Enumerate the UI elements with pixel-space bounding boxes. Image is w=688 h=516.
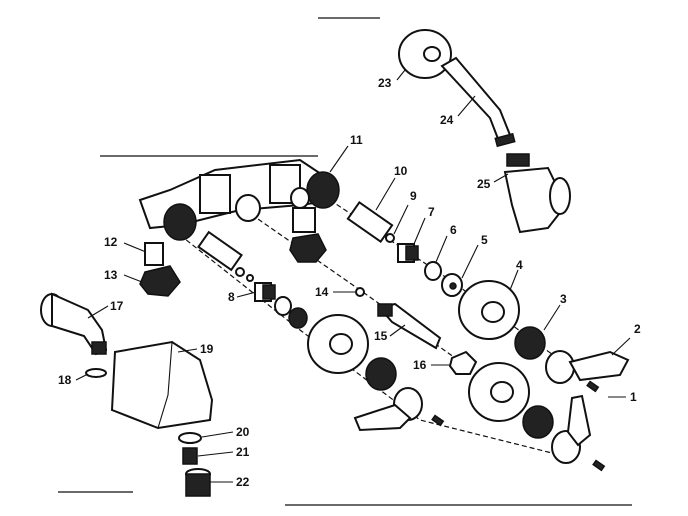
shower-arm-part xyxy=(440,56,514,146)
shower-flange-part xyxy=(398,29,452,79)
assembly-line-left xyxy=(179,234,561,456)
callout-18: 18 xyxy=(58,373,72,387)
lower-handle-screw-part xyxy=(592,459,606,472)
right-stem-part xyxy=(397,243,419,263)
callout-19: 19 xyxy=(200,342,214,356)
shower-arm-thread xyxy=(494,132,516,148)
right-seat-hole xyxy=(449,282,457,290)
right-nipple-part xyxy=(346,200,394,244)
spout-pipe-part xyxy=(40,292,108,356)
center-sleeve-part xyxy=(365,357,397,391)
tub-spout-part xyxy=(110,340,214,430)
center-handle-part xyxy=(353,387,423,432)
callout-24: 24 xyxy=(440,113,454,127)
callout-23: 23 xyxy=(378,76,392,90)
callout-5: 5 xyxy=(481,233,488,247)
callout-1: 1 xyxy=(630,390,637,404)
bottom-nipple-part xyxy=(182,447,198,465)
center-escutcheon-part xyxy=(307,314,369,374)
callout-6: 6 xyxy=(450,223,457,237)
callout-9: 9 xyxy=(410,189,417,203)
diverter-washer-part xyxy=(355,287,365,297)
callout-17: 17 xyxy=(110,299,124,313)
callout-11: 11 xyxy=(350,133,363,147)
shower-head-part xyxy=(503,153,571,234)
lower-handle-part xyxy=(551,394,592,464)
callout-20: 20 xyxy=(236,425,250,439)
bonnet-nut-part xyxy=(448,350,478,375)
callout-25: 25 xyxy=(477,177,491,191)
callout-12: 12 xyxy=(104,235,118,249)
small-washer-part xyxy=(235,267,245,277)
nut-part xyxy=(139,265,181,297)
callout-21: 21 xyxy=(236,445,250,459)
center-handle-screw-part xyxy=(431,414,445,427)
small-ring-part xyxy=(246,274,254,282)
lower-escutcheon-part xyxy=(468,362,530,422)
callout-3: 3 xyxy=(560,292,567,306)
callout-14: 14 xyxy=(315,285,329,299)
right-small-washer-part xyxy=(385,233,395,243)
callout-22: 22 xyxy=(236,475,250,489)
center-nut-part xyxy=(289,233,327,263)
callout-16: 16 xyxy=(413,358,427,372)
lower-sleeve-part xyxy=(522,405,554,439)
spout-washer-part xyxy=(85,368,107,378)
leader-lines xyxy=(75,69,631,483)
right-sleeve-part xyxy=(514,326,546,360)
callout-2: 2 xyxy=(634,322,641,336)
center-nipple-part xyxy=(292,207,316,233)
seat-washer-part xyxy=(274,296,292,316)
seat-part xyxy=(288,307,308,329)
right-handle-part xyxy=(545,350,630,384)
diverter-stem-part xyxy=(377,302,442,350)
adapter-part xyxy=(144,242,164,266)
nipple-part xyxy=(197,230,243,272)
handle-screw-part xyxy=(586,380,600,393)
bottom-washer-part xyxy=(178,432,202,444)
callout-7: 7 xyxy=(428,205,435,219)
callout-15: 15 xyxy=(374,329,388,343)
valve-body-part xyxy=(138,158,340,241)
right-escutcheon-part xyxy=(458,280,520,340)
callout-10: 10 xyxy=(394,164,408,178)
bushing-part xyxy=(185,468,211,497)
right-washer-part xyxy=(424,261,442,281)
callout-8: 8 xyxy=(228,290,235,304)
callout-13: 13 xyxy=(104,268,118,282)
callout-4: 4 xyxy=(516,258,523,272)
stem-part xyxy=(254,282,276,302)
